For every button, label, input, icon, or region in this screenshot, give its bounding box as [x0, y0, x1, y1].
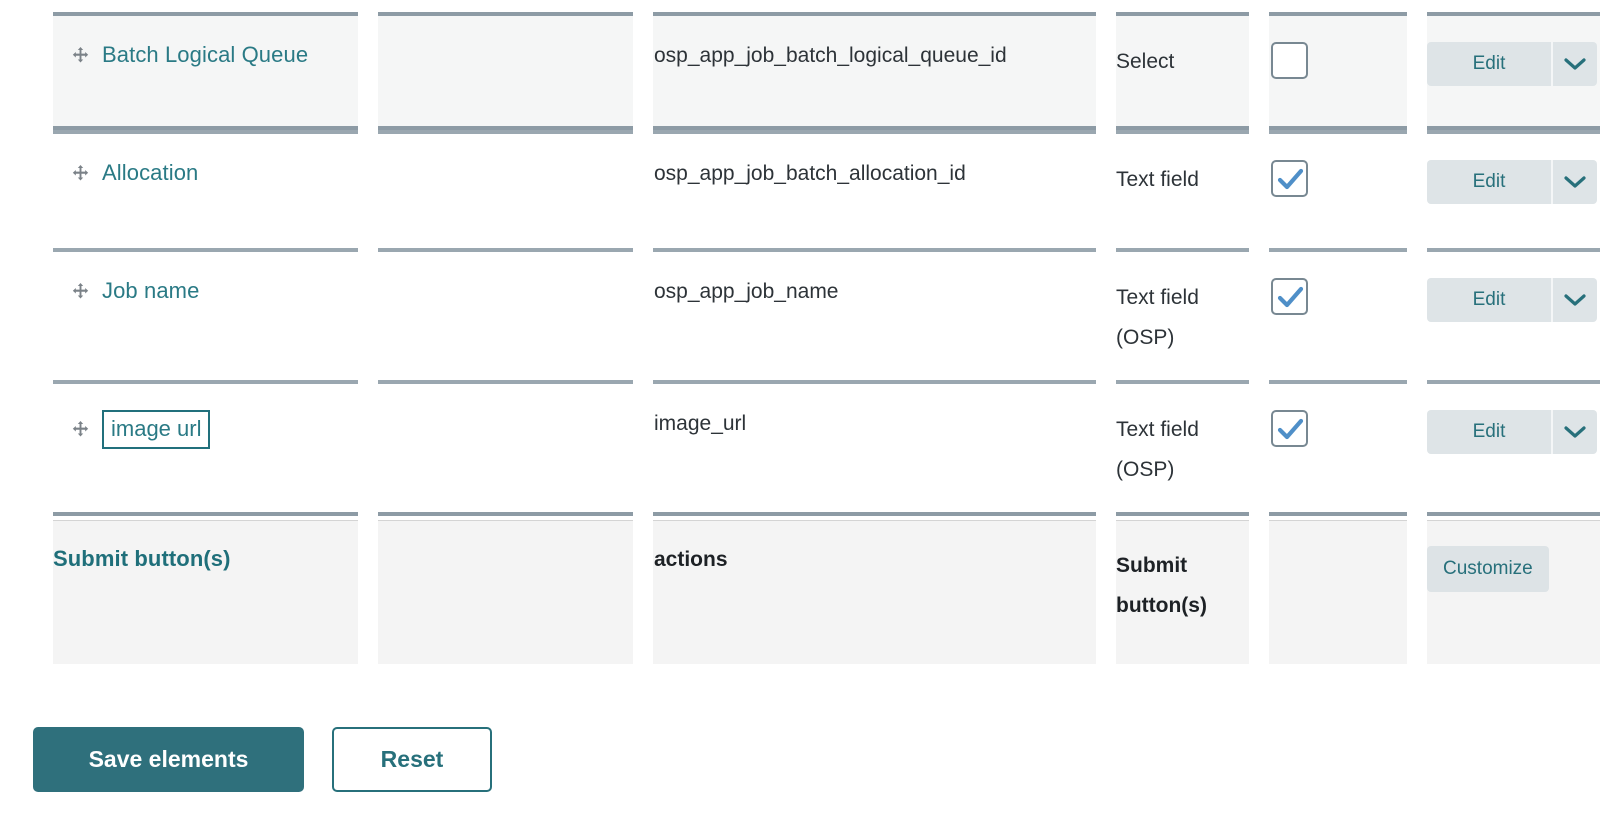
form-elements-table-body: Batch Logical Queue osp_app_job_batch_log… — [53, 12, 1600, 664]
label-cell: Allocation — [53, 130, 358, 248]
edit-dropdown-toggle[interactable] — [1551, 42, 1597, 86]
actions-cell: Edit — [1427, 380, 1600, 512]
table-row: Job name osp_app_job_name Text field (OSP)… — [53, 248, 1600, 380]
enabled-checkbox[interactable] — [1271, 42, 1308, 79]
actions-cell: Customize — [1427, 512, 1600, 664]
move-handle-icon[interactable] — [71, 282, 90, 301]
edit-button[interactable]: Edit — [1427, 160, 1551, 204]
field-type: Text field — [1116, 168, 1199, 191]
label-cell: image url — [53, 380, 358, 512]
enabled-checkbox[interactable] — [1271, 278, 1308, 315]
chevron-down-icon — [1564, 176, 1586, 188]
edit-button[interactable]: Edit — [1427, 278, 1551, 322]
field-type-cell: Select — [1116, 12, 1249, 130]
edit-button-group: Edit — [1427, 410, 1600, 454]
machine-name: osp_app_job_batch_logical_queue_id — [654, 44, 1007, 67]
actions-cell: Edit — [1427, 130, 1600, 248]
field-type-cell: Submit button(s) — [1116, 512, 1249, 664]
spacer-cell — [378, 130, 633, 248]
enabled-cell — [1269, 12, 1407, 130]
edit-dropdown-toggle[interactable] — [1551, 410, 1597, 454]
label-cell: Job name — [53, 248, 358, 380]
machine-name-cell: osp_app_job_batch_logical_queue_id — [653, 12, 1096, 130]
submit-buttons-row: Submit button(s) actions Submit button(s) C… — [53, 512, 1600, 664]
machine-name: osp_app_job_batch_allocation_id — [654, 162, 966, 185]
chevron-down-icon — [1564, 58, 1586, 70]
move-handle-icon[interactable] — [71, 46, 90, 65]
table-row: Batch Logical Queue osp_app_job_batch_log… — [53, 12, 1600, 130]
element-label[interactable]: Batch Logical Queue — [102, 42, 309, 67]
spacer-cell — [378, 248, 633, 380]
form-action-bar: Save elements Reset — [33, 727, 492, 792]
machine-name: image_url — [654, 412, 747, 435]
spacer-cell — [378, 512, 633, 664]
submit-buttons-label: Submit button(s) — [53, 546, 231, 571]
field-type-cell: Text field (OSP) — [1116, 380, 1249, 512]
chevron-down-icon — [1564, 294, 1586, 306]
edit-button-group: Edit — [1427, 160, 1600, 204]
table-row: image url image_url Text field (OSP) Edit — [53, 380, 1600, 512]
machine-name-cell: image_url — [653, 380, 1096, 512]
reset-button[interactable]: Reset — [332, 727, 492, 792]
field-type-cell: Text field — [1116, 130, 1249, 248]
checkmark-icon — [1277, 286, 1304, 308]
enabled-cell — [1269, 130, 1407, 248]
customize-button[interactable]: Customize — [1427, 546, 1549, 592]
spacer-cell — [378, 12, 633, 130]
edit-button[interactable]: Edit — [1427, 42, 1551, 86]
machine-name: actions — [654, 548, 728, 571]
edit-dropdown-toggle[interactable] — [1551, 278, 1597, 322]
element-label[interactable]: Allocation — [102, 160, 199, 185]
element-label-input[interactable]: image url — [102, 410, 211, 449]
edit-button-group: Edit — [1427, 278, 1600, 322]
actions-cell: Edit — [1427, 12, 1600, 130]
enabled-checkbox[interactable] — [1271, 160, 1308, 197]
machine-name-cell: osp_app_job_batch_allocation_id — [653, 130, 1096, 248]
label-cell: Batch Logical Queue — [53, 12, 358, 130]
field-type: Select — [1116, 50, 1175, 73]
actions-cell: Edit — [1427, 248, 1600, 380]
field-type: Submit button(s) — [1116, 554, 1207, 617]
field-type-cell: Text field (OSP) — [1116, 248, 1249, 380]
element-label[interactable]: Job name — [102, 278, 200, 303]
edit-button-group: Edit — [1427, 42, 1600, 86]
move-handle-icon[interactable] — [71, 420, 90, 439]
edit-button[interactable]: Edit — [1427, 410, 1551, 454]
field-type: Text field (OSP) — [1116, 286, 1199, 349]
spacer-cell — [378, 380, 633, 512]
move-handle-icon[interactable] — [71, 164, 90, 183]
checkmark-icon — [1277, 168, 1304, 190]
table-row: Allocation osp_app_job_batch_allocation_i… — [53, 130, 1600, 248]
chevron-down-icon — [1564, 426, 1586, 438]
machine-name-cell: osp_app_job_name — [653, 248, 1096, 380]
enabled-cell — [1269, 512, 1407, 664]
machine-name: osp_app_job_name — [654, 280, 839, 303]
enabled-cell — [1269, 380, 1407, 512]
enabled-checkbox[interactable] — [1271, 410, 1308, 447]
save-elements-button[interactable]: Save elements — [33, 727, 304, 792]
checkmark-icon — [1277, 418, 1304, 440]
field-type: Text field (OSP) — [1116, 418, 1199, 481]
machine-name-cell: actions — [653, 512, 1096, 664]
label-cell: Submit button(s) — [53, 512, 358, 664]
enabled-cell — [1269, 248, 1407, 380]
edit-dropdown-toggle[interactable] — [1551, 160, 1597, 204]
form-elements-table: Batch Logical Queue osp_app_job_batch_log… — [33, 12, 1600, 664]
